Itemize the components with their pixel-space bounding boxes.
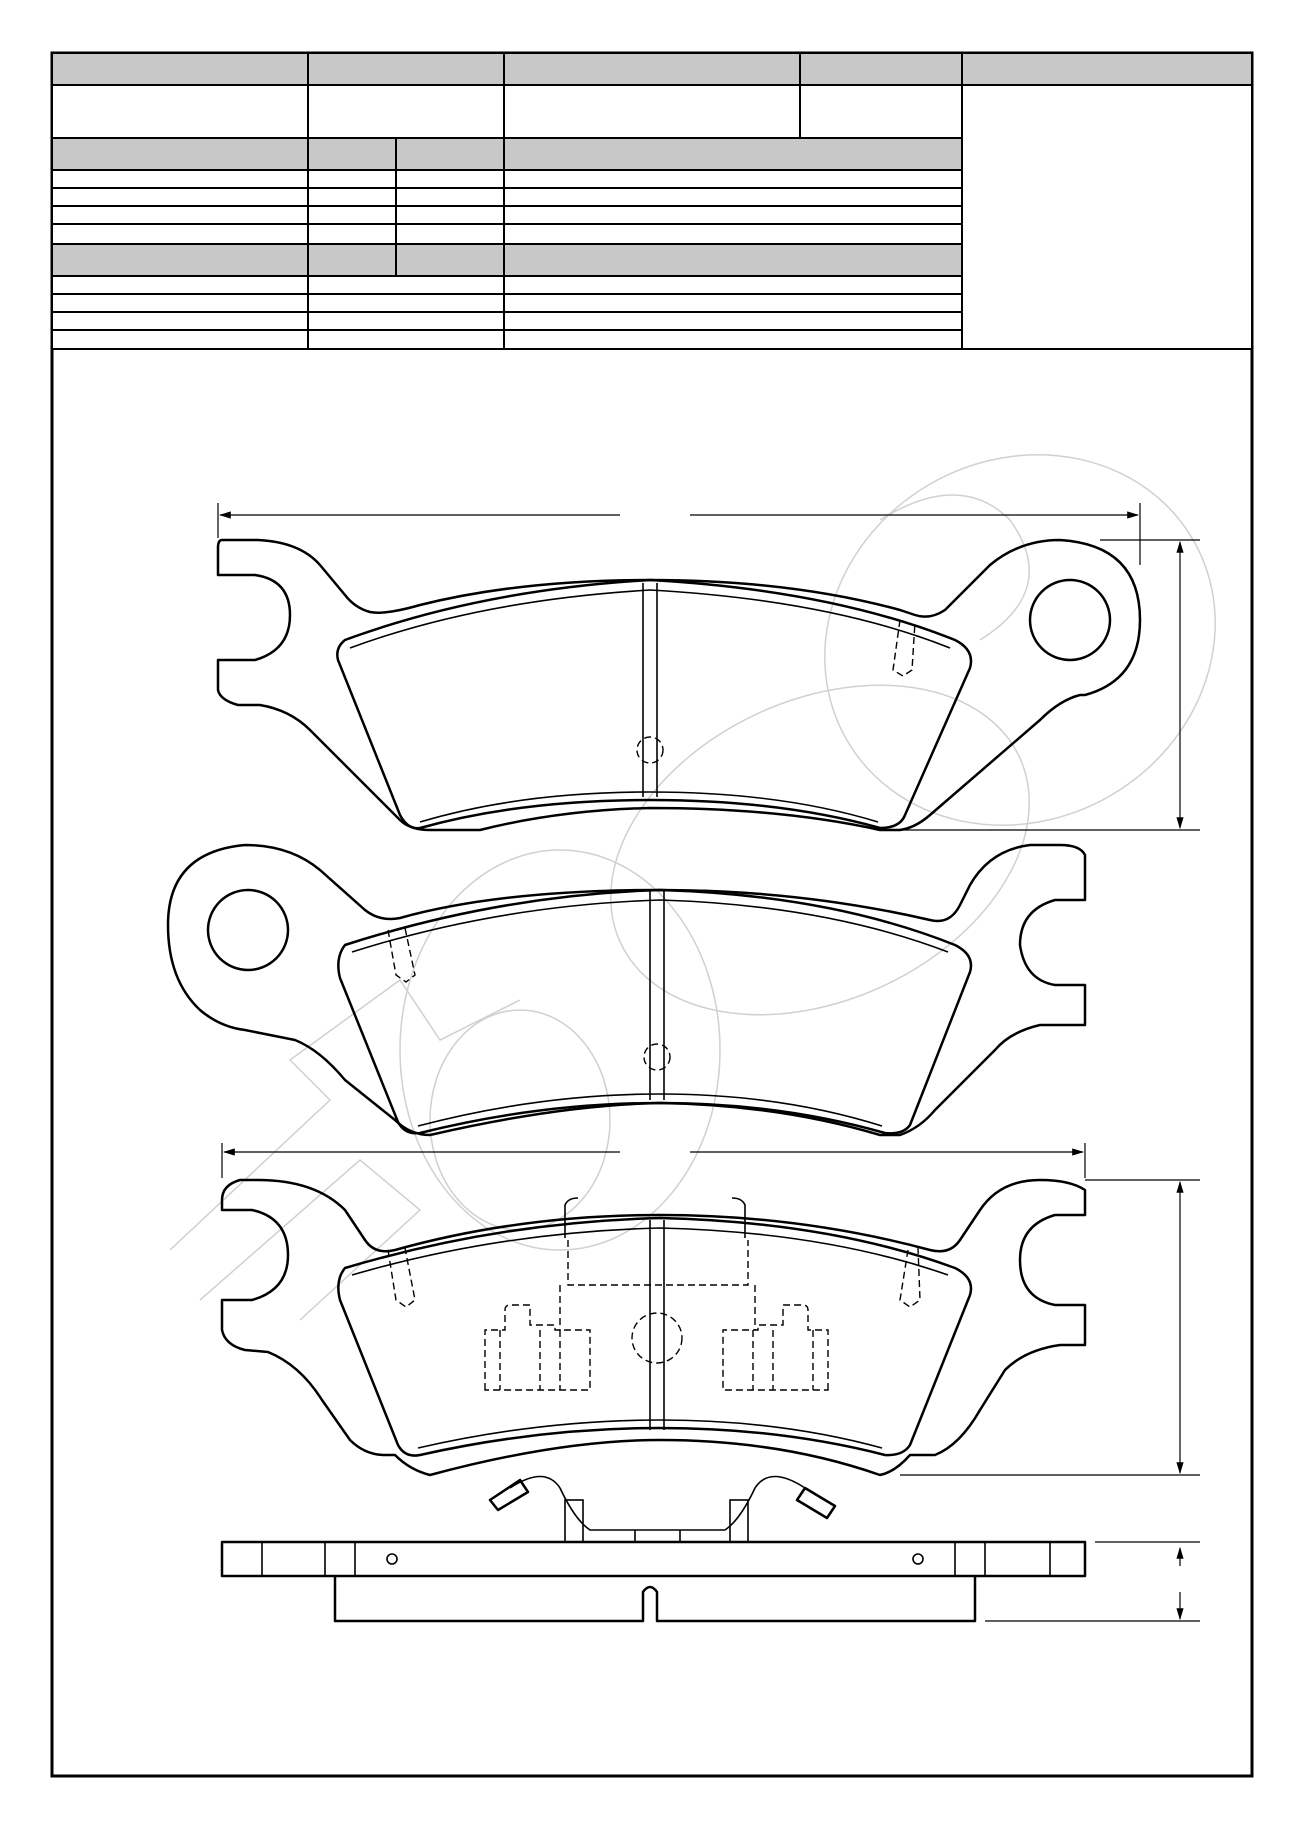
value-cell [799, 84, 963, 139]
header-cell [307, 52, 505, 86]
value-cell [307, 84, 505, 139]
inner-pad-with-clip-view [220, 1178, 1087, 1543]
watermark-logo [169, 454, 1216, 1321]
table2-header [51, 243, 309, 277]
table1-header [307, 137, 397, 171]
header-cell [799, 52, 963, 86]
image-cell [961, 84, 1253, 350]
header-cell [961, 52, 1253, 86]
dimensions [217, 503, 1200, 1622]
table1-header [503, 137, 963, 171]
table2-header [503, 243, 963, 277]
value-cell [503, 84, 801, 139]
table1-header [395, 137, 505, 171]
header-cell [51, 52, 309, 86]
value-cell [51, 84, 309, 139]
outer-pad-top-view [216, 538, 1142, 832]
table2-header [395, 243, 505, 277]
title-block [51, 52, 1253, 350]
header-cell [503, 52, 801, 86]
side-profile-view [220, 1540, 1087, 1623]
table1-rows [51, 169, 963, 245]
table1-header [51, 137, 309, 171]
table2-rows [51, 275, 963, 350]
inner-pad-top-view [166, 843, 1087, 1137]
table2-header [307, 243, 397, 277]
